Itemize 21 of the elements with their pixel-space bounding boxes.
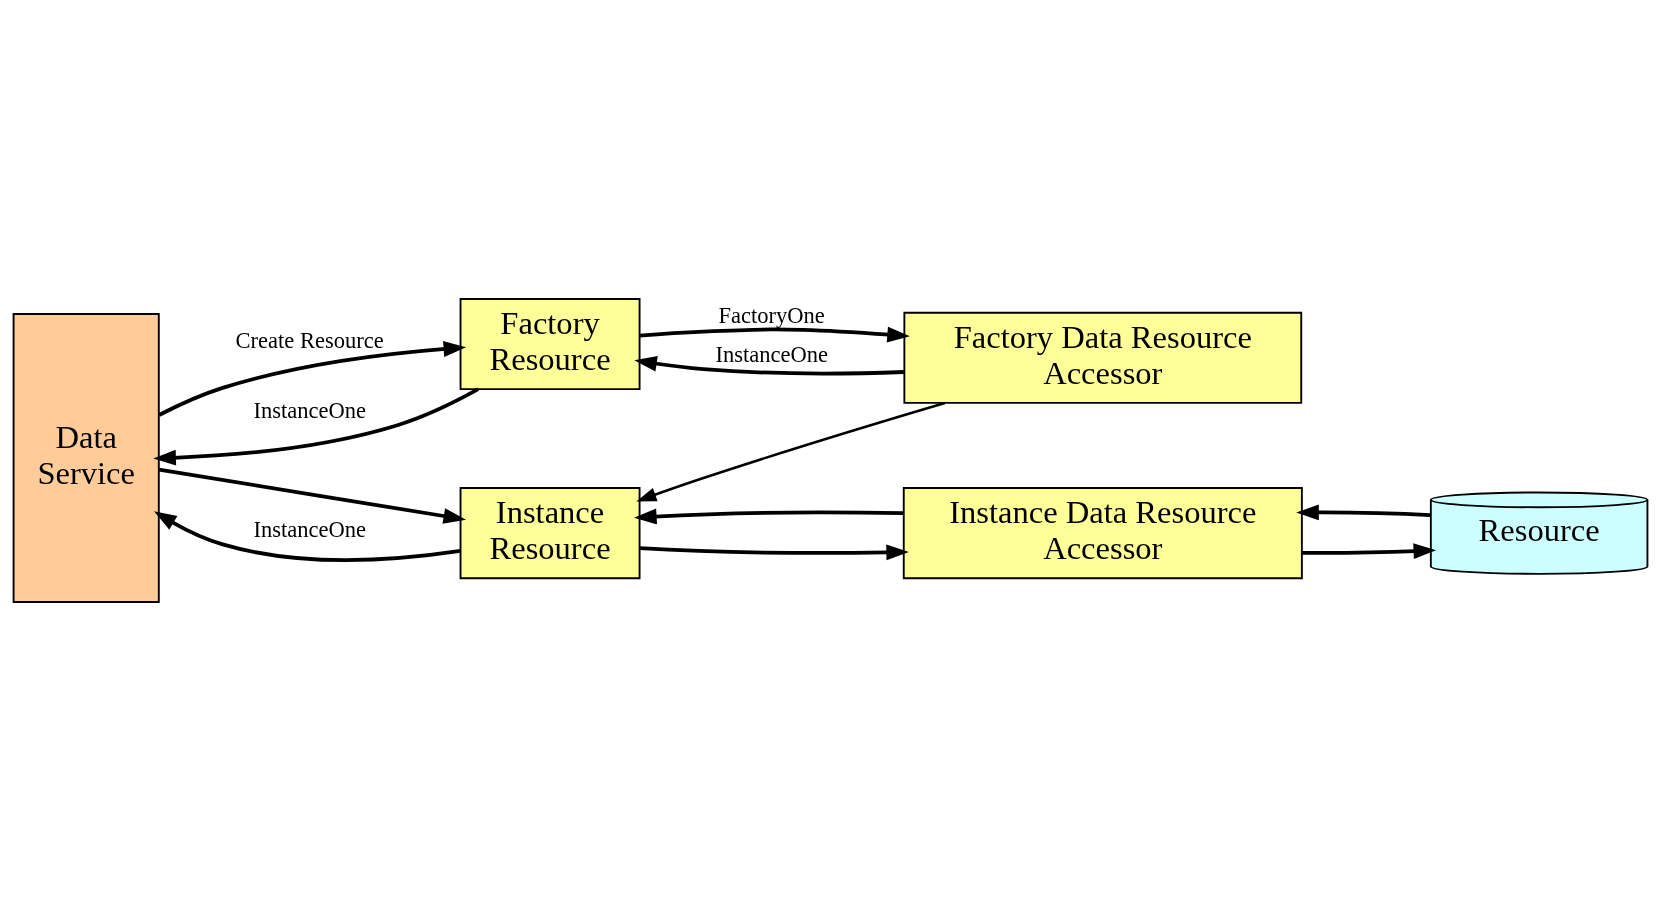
node-box: Data Service — [12, 313, 160, 603]
arrow — [634, 508, 904, 525]
arrow — [639, 326, 910, 343]
arrow — [158, 467, 467, 524]
edge-label: InstanceOne — [253, 517, 366, 543]
arrow — [1296, 504, 1431, 521]
edge-label: Create Resource — [235, 328, 384, 354]
arrow — [153, 511, 461, 562]
node-box: Factory Data Resource Accessor — [903, 311, 1303, 404]
arrow — [636, 401, 946, 502]
node-box: Instance Resource — [459, 487, 641, 580]
node-box: Factory Resource — [459, 298, 641, 391]
edge-label: InstanceOne — [715, 342, 828, 368]
arrow — [634, 355, 904, 376]
arrow — [158, 341, 467, 417]
arrow — [1301, 543, 1437, 560]
arrow — [639, 544, 909, 561]
node-box: Instance Data Resource Accessor — [902, 487, 1303, 580]
edge-label: InstanceOne — [253, 398, 366, 424]
edge-label: FactoryOne — [718, 303, 825, 329]
arrow — [153, 387, 480, 466]
